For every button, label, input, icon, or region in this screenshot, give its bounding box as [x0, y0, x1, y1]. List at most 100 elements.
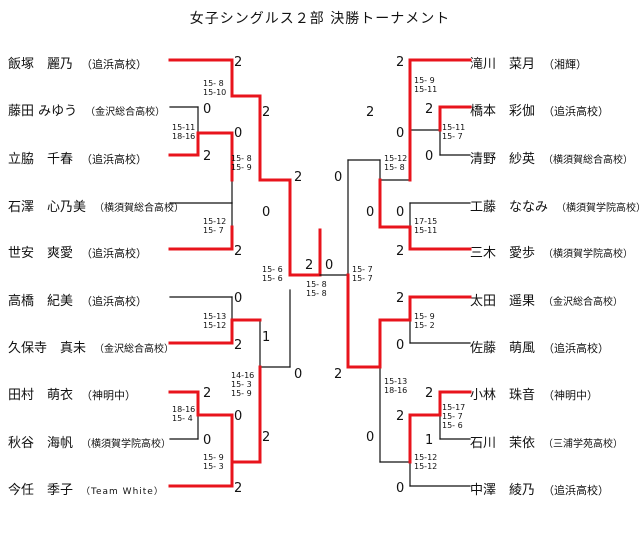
right-bracket-lines — [319, 84, 471, 487]
left-score-qf-bot: 1 — [262, 330, 270, 345]
left-game-5a: 15- 6 — [262, 265, 283, 274]
left-score-p7: 2 — [234, 338, 242, 353]
final-game-b: 15- 8 — [306, 289, 327, 298]
right-score-p3: 0 — [425, 149, 433, 164]
right-game-7a: 15-13 — [384, 377, 407, 386]
left-game-1a: 15- 8 — [203, 79, 224, 88]
right-game-1a: 15- 9 — [414, 76, 435, 85]
right-score-qf-top: 2 — [366, 105, 374, 120]
right-score-p4: 0 — [396, 205, 404, 220]
right-player-5: 三木 愛歩（横須賀学院高校） — [470, 246, 634, 261]
right-score-p2: 0 — [396, 126, 404, 141]
left-game-1b: 15-10 — [203, 88, 226, 97]
left-game-3b: 15- 9 — [231, 163, 252, 172]
left-score-r3b: 2 — [262, 430, 270, 445]
right-score-qf-bot: 0 — [366, 205, 374, 220]
left-score-p4: 0 — [262, 205, 270, 220]
right-game-4a: 17-15 — [414, 217, 437, 226]
left-game-5b: 15- 6 — [262, 274, 283, 283]
right-player-7: 佐藤 萌風（追浜高校） — [470, 341, 610, 356]
page-title: 女子シングルス２部 決勝トーナメント — [189, 11, 451, 27]
right-score-p9: 1 — [425, 433, 433, 448]
left-score-p3: 2 — [203, 149, 211, 164]
left-game-7b: 15- 3 — [231, 380, 252, 389]
left-player-8: 田村 萌衣（神明中） — [8, 388, 137, 403]
right-game-4b: 15-11 — [414, 226, 437, 235]
left-score-sf-bot: 0 — [294, 367, 302, 382]
left-score-p8: 2 — [203, 386, 211, 401]
right-game-6b: 15- 2 — [414, 321, 435, 330]
left-score-p5: 2 — [234, 244, 242, 259]
right-game-6a: 15- 9 — [414, 312, 435, 321]
right-game-8a: 15-17 — [442, 403, 465, 412]
left-game-4a: 15-12 — [203, 217, 226, 226]
left-player-5: 世安 爽愛（追浜高校） — [8, 246, 148, 261]
left-score-p9: 0 — [203, 433, 211, 448]
left-game-8a: 18-16 — [172, 405, 195, 414]
right-score-p5: 2 — [396, 244, 404, 259]
right-player-8: 小林 珠音（神明中） — [470, 388, 599, 403]
left-player-1: 飯塚 麗乃（追浜高校） — [8, 57, 148, 72]
right-score-p6: 2 — [396, 291, 404, 306]
final-game-a: 15- 8 — [306, 280, 327, 289]
right-score-r2a-top: 2 — [425, 102, 433, 117]
right-player-4: 工藤 ななみ（横須賀学院高校） — [470, 200, 640, 215]
left-winner-lines — [168, 58, 322, 488]
right-score-final: 0 — [325, 258, 333, 273]
left-player-9: 秋谷 海帆（横須賀学院高校） — [8, 436, 172, 451]
left-player-10: 今任 季子（Team White） — [8, 483, 164, 498]
right-game-2b: 15- 7 — [442, 132, 463, 141]
right-player-6: 太田 遥果（金沢総合高校） — [470, 294, 624, 309]
right-score-p10: 0 — [396, 481, 404, 496]
score-labels: 2 0 0 2 2 0 2 2 0 2 1 2 0 0 2 2 0 2 2 2 … — [203, 55, 433, 496]
right-score-p8: 2 — [425, 386, 433, 401]
right-score-sf-bot: 2 — [334, 367, 342, 382]
left-player-4: 石澤 心乃美（横須賀総合高校） — [8, 200, 185, 215]
left-score-qf-top: 2 — [262, 105, 270, 120]
left-game-4b: 15- 7 — [203, 226, 224, 235]
left-score-sf-top: 2 — [294, 170, 302, 185]
left-score-final: 2 — [305, 258, 313, 273]
right-score-p7: 0 — [396, 338, 404, 353]
right-player-2: 橋本 彩伽（追浜高校） — [470, 104, 610, 119]
left-score-p6: 0 — [234, 291, 242, 306]
right-game-7b: 18-16 — [384, 386, 407, 395]
left-score-p2: 0 — [203, 102, 211, 117]
left-score-p10: 2 — [234, 481, 242, 496]
right-game-9b: 15-12 — [414, 462, 437, 471]
left-game-9a: 15- 9 — [203, 453, 224, 462]
right-game-5a: 15- 7 — [352, 265, 373, 274]
left-player-7: 久保寺 真未（金沢総合高校） — [8, 341, 175, 356]
right-player-10: 中澤 綾乃（追浜高校） — [470, 483, 610, 498]
right-score-r2b-top: 2 — [396, 409, 404, 424]
right-player-9: 石川 茉依（三浦学苑高校） — [470, 436, 624, 451]
right-score-qf-b: 0 — [366, 430, 374, 445]
right-game-3b: 15- 8 — [384, 163, 405, 172]
left-player-6: 高橋 紀美（追浜高校） — [8, 294, 148, 309]
left-game-3a: 15- 8 — [231, 154, 252, 163]
left-game-6a: 15-13 — [203, 312, 226, 321]
left-score-r2a-top: 0 — [234, 126, 242, 141]
left-game-2b: 18-16 — [172, 132, 195, 141]
left-player-3: 立脇 千春（追浜高校） — [8, 152, 148, 167]
right-game-2a: 15-11 — [442, 123, 465, 132]
left-game-6b: 15-12 — [203, 321, 226, 330]
left-game-9b: 15- 3 — [203, 462, 224, 471]
left-score-p1: 2 — [234, 55, 242, 70]
right-player-3: 清野 紗英（横須賀総合高校） — [470, 152, 634, 167]
left-player-2: 藤田 みゆう（金沢総合高校） — [8, 104, 166, 119]
right-game-1b: 15-11 — [414, 85, 437, 94]
left-bracket-lines — [169, 106, 291, 440]
right-game-3a: 15-12 — [384, 154, 407, 163]
left-score-r2b-top: 0 — [234, 409, 242, 424]
right-game-8b: 15- 7 — [442, 412, 463, 421]
left-game-7a: 14-16 — [231, 371, 254, 380]
left-game-7c: 15- 9 — [231, 389, 252, 398]
right-winner-lines — [346, 58, 472, 464]
game-scores: 15- 8 15-10 15-11 18-16 15- 8 15- 9 15-1… — [172, 76, 465, 471]
right-game-8c: 15- 6 — [442, 421, 463, 430]
right-game-5b: 15- 7 — [352, 274, 373, 283]
left-game-8b: 15- 4 — [172, 414, 193, 423]
right-score-p1: 2 — [396, 55, 404, 70]
